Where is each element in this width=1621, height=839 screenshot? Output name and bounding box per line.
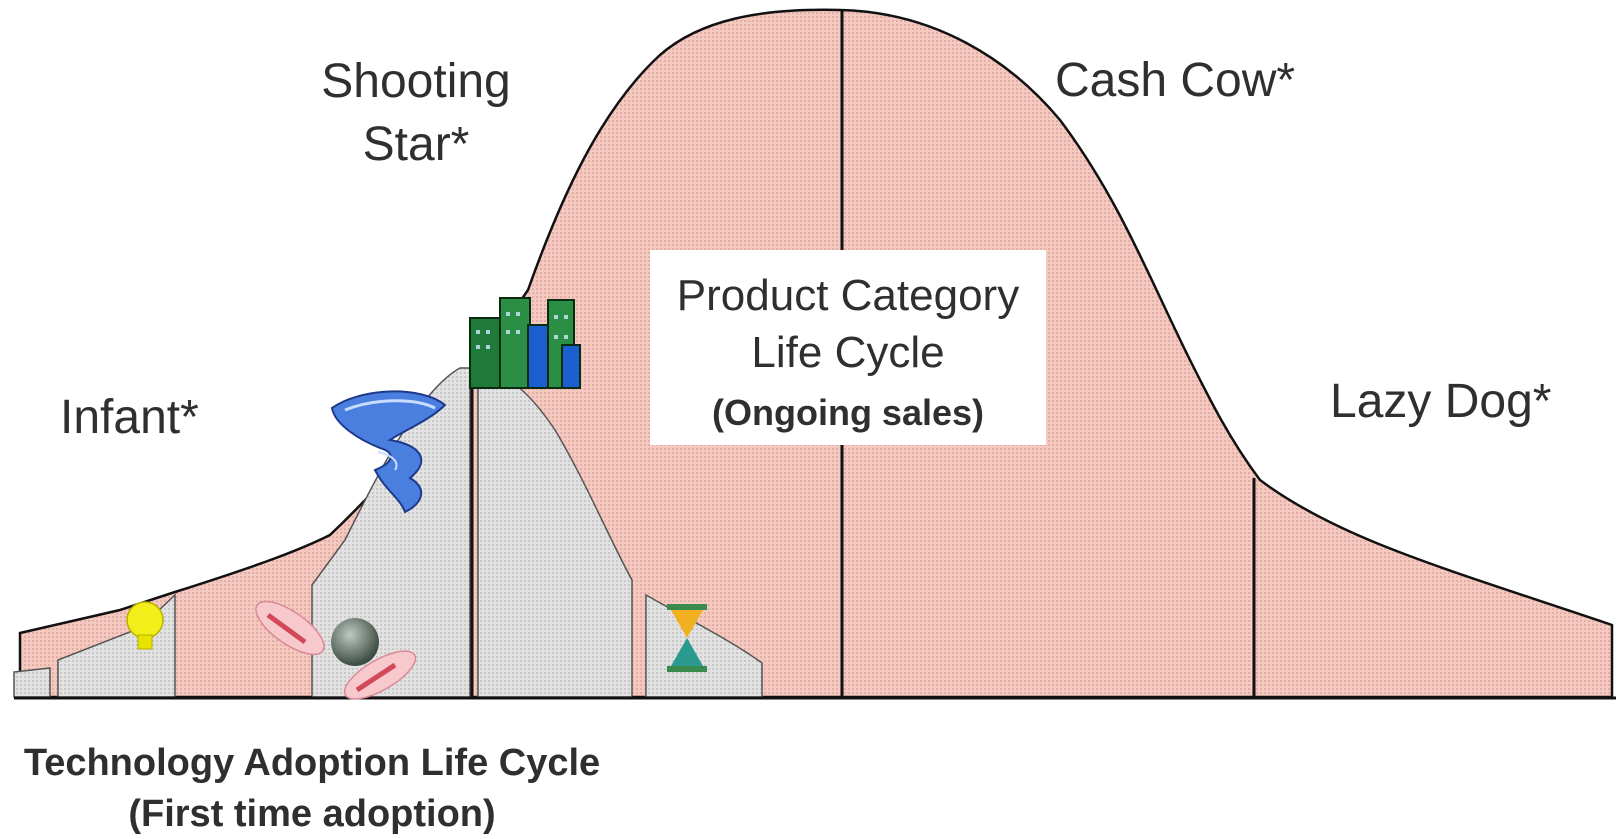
product-category-label-box (650, 250, 1046, 445)
technology-adoption-title: Technology Adoption Life Cycle (24, 742, 600, 784)
hourglass-icon (667, 604, 707, 672)
technology-adoption-subtitle: (First time adoption) (128, 793, 495, 835)
lightbulb-icon (126, 601, 164, 650)
stage-label-lazy-dog: Lazy Dog* (1330, 375, 1551, 428)
product-category-title-line2: Life Cycle (751, 328, 944, 377)
city-buildings-icon (469, 297, 581, 389)
product-category-title-line1: Product Category (677, 271, 1019, 320)
bowling-icon (255, 600, 417, 700)
product-category-subtitle: (Ongoing sales) (712, 392, 984, 433)
technology-adoption-curve (13, 367, 763, 698)
stage-label-infant: Infant* (60, 391, 199, 444)
tornado-icon (330, 390, 447, 514)
stage-label-shooting-star-line1: Shooting (321, 55, 511, 108)
stage-label-cash-cow: Cash Cow* (1055, 54, 1295, 107)
tech-segment-early (13, 667, 51, 698)
stage-label-shooting-star-line2: Star* (363, 118, 470, 171)
